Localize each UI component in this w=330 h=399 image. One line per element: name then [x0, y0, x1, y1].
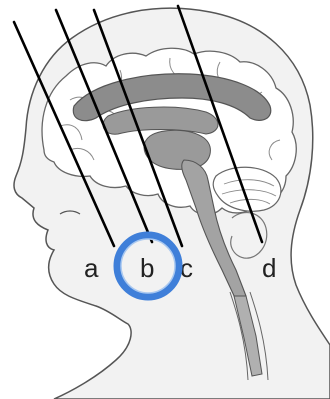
cut-label-a: a	[84, 253, 99, 283]
cut-label-d: d	[262, 253, 276, 283]
cut-label-b: b	[140, 253, 154, 283]
thalamus	[144, 130, 210, 169]
